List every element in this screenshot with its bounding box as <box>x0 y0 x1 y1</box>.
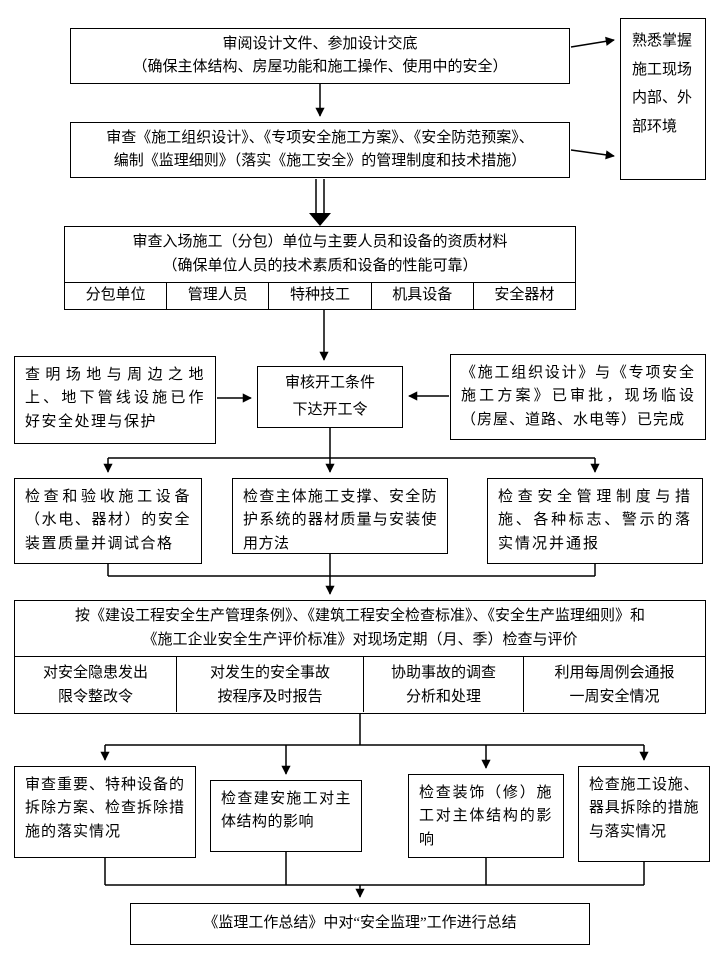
node-text: 检查主体施工支撑、安全防护系统的器材质量与安装使用方法 <box>243 489 437 552</box>
inspection-cells: 对安全隐患发出 限令整改令 对发生的安全事故 按程序及时报告 协助事故的调查 分… <box>15 656 705 712</box>
inspection-cell: 对安全隐患发出 限令整改令 <box>15 657 176 712</box>
node-text: 检查和验收施工设备（水电、器材）的安全装置质量并调试合格 <box>25 489 191 552</box>
node-env-familiarize: 熟悉掌握施工现场内部、外部环境 <box>620 18 706 180</box>
node-text-line: 审核开工条件 <box>284 375 375 391</box>
node-text-line: 一周安全情况 <box>569 688 660 705</box>
inspection-cell: 对发生的安全事故 按程序及时报告 <box>176 657 363 712</box>
node-text-line: 审阅设计文件、参加设计交底 <box>222 35 418 52</box>
node-check-support: 检查主体施工支撑、安全防护系统的器材质量与安装使用方法 <box>232 478 448 554</box>
node-text-line: 限令整改令 <box>57 688 133 705</box>
node-qualification-review: 审查入场施工（分包）单位与主要人员和设备的资质材料 （确保单位人员的技术素质和设… <box>64 226 576 310</box>
node-text: 熟悉掌握施工现场内部、外部环境 <box>632 33 693 135</box>
node-text-line: 对发生的安全事故 <box>209 664 330 681</box>
inspection-cell: 利用每周例会通报 一周安全情况 <box>523 657 705 712</box>
node-check-construction-impact: 检查建安施工对主体结构的影响 <box>210 780 362 852</box>
node-design-review: 审阅设计文件、参加设计交底 （确保主体结构、房屋功能和施工操作、使用中的安全） <box>70 28 570 84</box>
node-text-line: 审查《施工组织设计》、《专项安全施工方案》、《安全防范预案》、 <box>106 129 534 146</box>
double-arrow-head <box>309 213 331 226</box>
node-text-line: 按程序及时报告 <box>217 688 323 705</box>
node-text-line: 对安全隐患发出 <box>42 664 148 681</box>
node-text: 检查安全管理制度与措施、各种标志、警示的落实情况并通报 <box>498 489 692 552</box>
node-periodic-inspection: 按《建设工程安全生产管理条例》、《建筑工程安全检查标准》、《安全生产监理细则》和… <box>14 600 706 714</box>
node-text-line: 《施工企业安全生产评价标准》对现场定期（月、季）检查与评价 <box>142 631 578 648</box>
connector-lines <box>100 36 649 898</box>
node-text: 检查施工设施、器具拆除的措施与落实情况 <box>589 777 699 840</box>
node-check-management: 检查安全管理制度与措施、各种标志、警示的落实情况并通报 <box>487 478 703 564</box>
qualification-cell: 机具设备 <box>370 283 473 309</box>
node-plan-review: 审查《施工组织设计》、《专项安全施工方案》、《安全防范预案》、 编制《监理细则》… <box>70 122 570 178</box>
node-text: 《施工组织设计》与《专项安全施工方案》已审批，现场临设（房屋、道路、水电等）已完… <box>461 365 695 428</box>
qualification-cell: 安全器材 <box>472 283 575 309</box>
node-text-line: 协助事故的调查 <box>390 664 496 681</box>
inspection-cell: 协助事故的调查 分析和处理 <box>363 657 523 712</box>
node-check-facility-removal: 检查施工设施、器具拆除的措施与落实情况 <box>578 766 710 862</box>
qualification-cell: 特种技工 <box>268 283 370 309</box>
node-text: 《监理工作总结》中对“安全监理”工作进行总结 <box>203 915 517 932</box>
qualification-cells: 分包单位 管理人员 特种技工 机具设备 安全器材 <box>65 282 575 309</box>
node-check-equipment: 检查和验收施工设备（水电、器材）的安全装置质量并调试合格 <box>14 478 202 564</box>
node-text: 检查装饰（修）施工对主体结构的影响 <box>419 785 553 848</box>
node-site-pipeline: 查明场地与周边之地上、地下管线设施已作好安全处理与保护 <box>14 356 216 444</box>
node-text: 检查建安施工对主体结构的影响 <box>221 791 351 831</box>
qualification-cell: 管理人员 <box>166 283 268 309</box>
node-text-line: （确保单位人员的技术素质和设备的性能可靠） <box>162 257 478 274</box>
node-approval-ready: 《施工组织设计》与《专项安全施工方案》已审批，现场临设（房屋、道路、水电等）已完… <box>450 354 706 440</box>
node-text: 审查重要、特种设备的拆除方案、检查拆除措施的落实情况 <box>25 777 186 840</box>
qualification-header: 审查入场施工（分包）单位与主要人员和设备的资质材料 （确保单位人员的技术素质和设… <box>65 227 575 282</box>
inspection-header: 按《建设工程安全生产管理条例》、《建筑工程安全检查标准》、《安全生产监理细则》和… <box>15 601 705 656</box>
node-text-line: 审查入场施工（分包）单位与主要人员和设备的资质材料 <box>132 234 508 251</box>
node-text-line: 分析和处理 <box>405 688 481 705</box>
node-summary: 《监理工作总结》中对“安全监理”工作进行总结 <box>130 903 590 945</box>
node-start-condition: 审核开工条件 下达开工令 <box>257 366 403 428</box>
qualification-cell: 分包单位 <box>85 287 146 304</box>
node-text: 查明场地与周边之地上、地下管线设施已作好安全处理与保护 <box>25 367 205 430</box>
node-review-demolition: 审查重要、特种设备的拆除方案、检查拆除措施的落实情况 <box>14 766 196 858</box>
node-text-line: 按《建设工程安全生产管理条例》、《建筑工程安全检查标准》、《安全生产监理细则》和 <box>74 608 645 625</box>
node-check-decoration-impact: 检查装饰（修）施工对主体结构的影响 <box>408 774 564 858</box>
node-text-line: 利用每周例会通报 <box>554 664 675 681</box>
node-text-line: 编制《监理细则》（落实《施工安全》的管理制度和技术措施） <box>113 153 527 169</box>
node-text-line: 下达开工令 <box>292 402 368 418</box>
node-text-line: （确保主体结构、房屋功能和施工操作、使用中的安全） <box>132 59 508 75</box>
